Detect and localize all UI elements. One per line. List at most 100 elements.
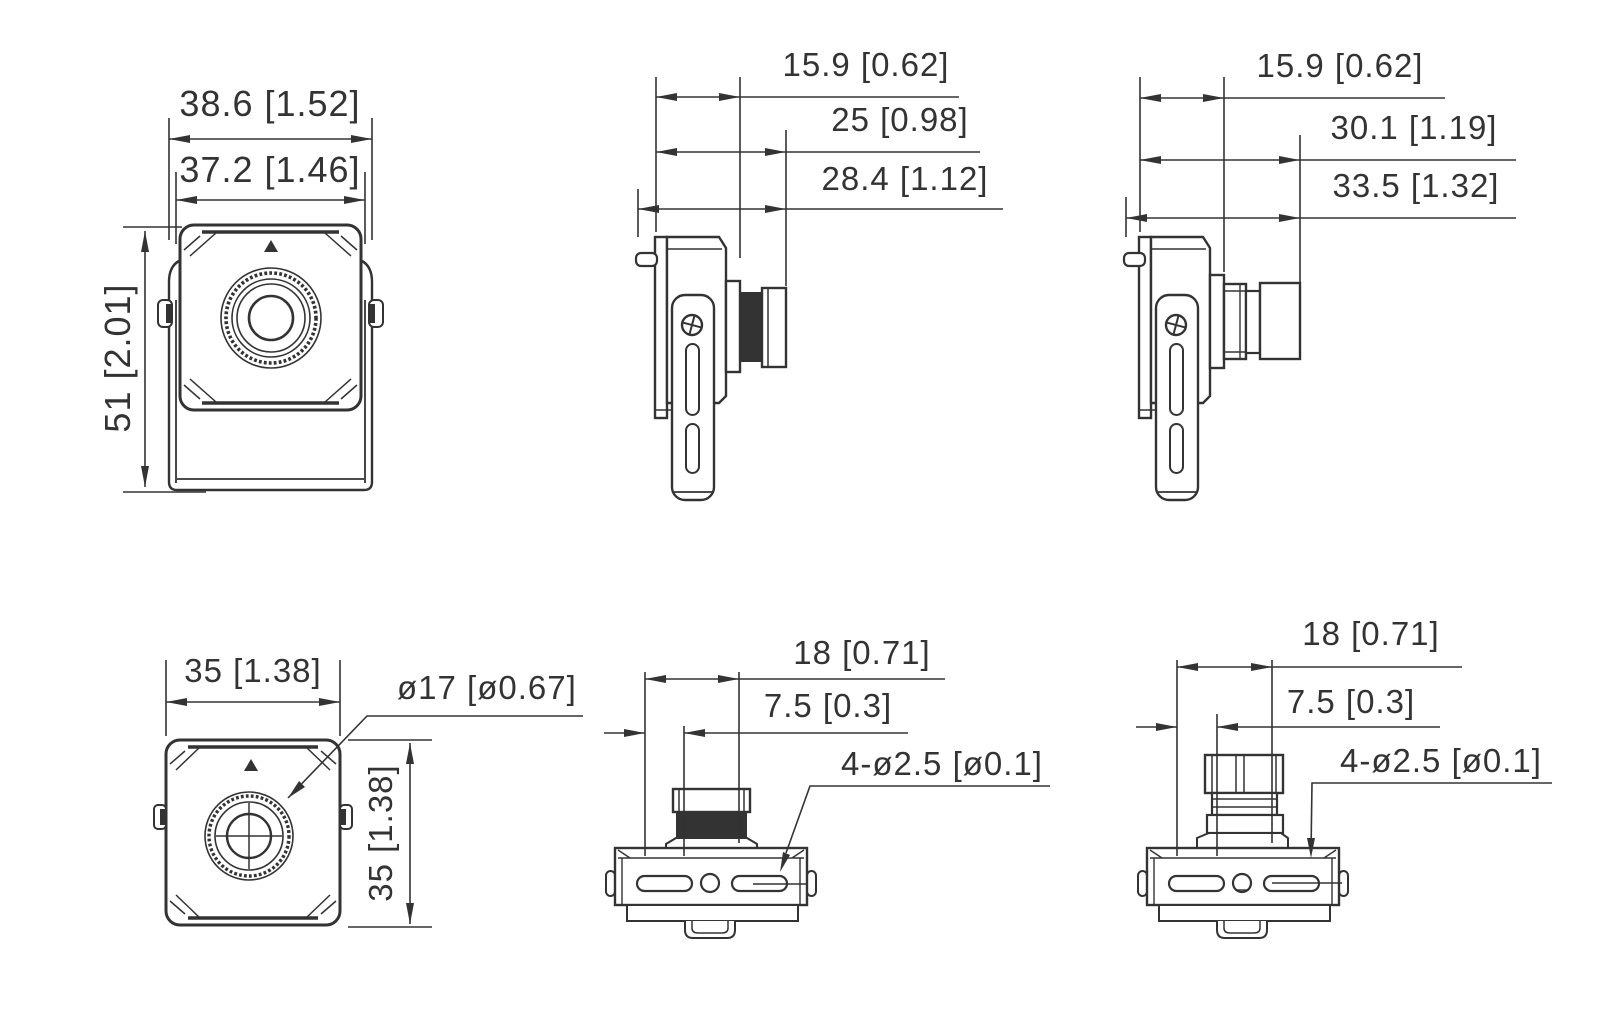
dimension-text: 30.1 [1.19] <box>1331 109 1498 146</box>
pivot-ear-left <box>605 870 616 897</box>
dimension-text: 7.5 [0.3] <box>1287 683 1415 720</box>
part-drawing <box>605 787 817 939</box>
rear-pin <box>634 251 659 268</box>
bracket-slot <box>1169 343 1184 416</box>
dimension-text: 35 [1.38] <box>184 652 321 689</box>
view-top-long-lens: 18 [0.71] 7.5 [0.3] 4-ø2.5 [ø0.1] <box>1136 615 1552 939</box>
lens-base-collar <box>1196 832 1289 850</box>
view-side-short-lens: 15.9 [0.62] 25 [0.98] 28.4 [1.12] <box>634 46 1003 502</box>
extension-line <box>1125 77 1301 359</box>
lens-ring-section <box>1244 289 1262 355</box>
dimension-text: 18 [0.71] <box>793 634 930 671</box>
lens-barrel-black <box>676 812 747 838</box>
lens-ring <box>236 283 306 353</box>
lens-neck <box>1210 791 1279 817</box>
lens-crosshair <box>216 803 282 869</box>
lens-mount-plate <box>1208 273 1226 370</box>
dimension-text: 4-ø2.5 [ø0.1] <box>1340 742 1542 779</box>
bracket-slot <box>685 343 700 416</box>
base-plate <box>1158 904 1331 922</box>
lens-ring <box>231 278 311 358</box>
part-drawing <box>1122 235 1302 502</box>
extension-line <box>637 77 787 286</box>
mount-base-edges <box>1149 849 1337 905</box>
face-inset-edges <box>188 745 318 920</box>
dimension-text: 38.6 [1.52] <box>179 83 360 124</box>
corner-chamfer-marks <box>183 232 358 403</box>
dimensions: 18 [0.71] 7.5 [0.3] 4-ø2.5 [ø0.1] <box>1136 615 1552 884</box>
bracket-slot <box>685 423 700 474</box>
connector-tab-inner <box>1223 921 1261 934</box>
leader-line <box>753 785 1050 885</box>
bracket-inner-lines <box>175 300 366 483</box>
dimensions: 15.9 [0.62] 30.1 [1.19] 33.5 [1.32] <box>1125 47 1516 359</box>
pivot-ear-left <box>1137 870 1148 897</box>
dimension-text: 15.9 [0.62] <box>1257 47 1424 84</box>
mount-slot <box>1167 874 1226 893</box>
base-plate <box>626 904 799 922</box>
lens-aperture <box>247 294 295 342</box>
lens-rings <box>204 791 294 881</box>
lens-top-block-lines <box>1211 755 1277 793</box>
extension-line <box>123 118 373 493</box>
dimensions: 18 [0.71] 7.5 [0.3] 4-ø2.5 [ø0.1] <box>604 634 1050 885</box>
leader-line <box>1272 782 1552 884</box>
arrowhead <box>1126 94 1300 222</box>
lens-flange-edges <box>678 789 745 812</box>
dimension-line <box>1126 97 1516 219</box>
lens-barrel <box>1222 282 1248 361</box>
dimensions: 38.6 [1.52] 37.2 [1.46] 51 [2.01] <box>97 83 373 493</box>
screw-cross-icon <box>682 315 702 335</box>
pivot-slot-left <box>166 304 172 323</box>
lens-rings <box>220 267 322 369</box>
view-front-module: 35 [1.38] ø17 [ø0.67] 35 [1.38] <box>153 652 583 928</box>
part-drawing <box>157 223 384 492</box>
pivot-ear-right <box>806 870 817 897</box>
dimension-text: 15.9 [0.62] <box>783 46 950 83</box>
lens-ring-knurl <box>224 271 318 365</box>
dimension-text: 7.5 [0.3] <box>764 687 892 724</box>
triangle-marker <box>244 759 258 771</box>
connector-tab-inner <box>691 921 729 934</box>
lens-neck-steps <box>1212 798 1277 808</box>
face-inset-edges <box>202 230 339 405</box>
lens-ring-outer <box>204 791 294 881</box>
dimension-line <box>144 138 372 487</box>
lens-barrel-detail <box>1224 284 1246 359</box>
dimension-text: 33.5 [1.32] <box>1333 167 1500 204</box>
dimensions: 15.9 [0.62] 25 [0.98] 28.4 [1.12] <box>637 46 1003 286</box>
lens-ring-knurl <box>207 794 291 878</box>
bracket-slot <box>1169 423 1184 474</box>
view-front-with-bracket: 38.6 [1.52] 37.2 [1.46] 51 [2.01] <box>97 83 384 493</box>
extension-line <box>1176 660 1273 856</box>
lens-mount-plate <box>724 279 742 374</box>
lens-ring <box>214 801 284 871</box>
connector-tab <box>1216 921 1268 939</box>
dimension-text: 35 [1.38] <box>362 764 399 901</box>
mount-slot <box>635 874 694 893</box>
camera-body-outline <box>178 223 363 412</box>
extension-line <box>165 660 432 928</box>
center-hole <box>1231 872 1253 894</box>
view-side-long-lens: 15.9 [0.62] 30.1 [1.19] 33.5 [1.32] <box>1122 47 1516 502</box>
pivot-slot-left <box>160 809 165 825</box>
dimension-text: 28.4 [1.12] <box>822 160 989 197</box>
lens-ring-outer <box>220 267 322 369</box>
leader-line <box>287 715 583 799</box>
view-top-short-lens: 18 [0.71] 7.5 [0.3] 4-ø2.5 [ø0.1] <box>604 634 1050 939</box>
dimension-line <box>166 701 411 924</box>
part-drawing <box>634 235 788 502</box>
screw-cross-icon <box>1166 315 1186 335</box>
lens-barrel-black <box>740 292 762 362</box>
dimensions: 35 [1.38] ø17 [ø0.67] 35 [1.38] <box>165 652 583 928</box>
extension-line <box>644 672 740 856</box>
dimension-line <box>638 96 1003 210</box>
corner-chamfer-marks <box>169 746 337 919</box>
lens-front-block <box>1258 281 1302 361</box>
dimension-text: 4-ø2.5 [ø0.1] <box>841 745 1043 782</box>
lens-front-element <box>760 286 788 369</box>
dimension-text: 18 [0.71] <box>1302 615 1439 652</box>
triangle-marker <box>264 240 278 252</box>
